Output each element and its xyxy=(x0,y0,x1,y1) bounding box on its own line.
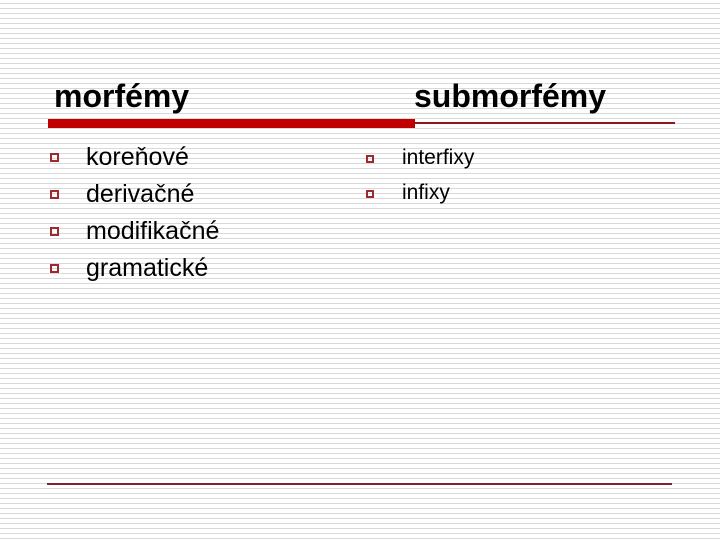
list-item-label: infixy xyxy=(402,181,450,204)
right-bullet-list: interfixy infixy xyxy=(366,145,656,215)
list-item: infixy xyxy=(366,180,656,215)
right-column-title: submorfémy xyxy=(414,78,607,114)
list-item-label: interfixy xyxy=(402,146,475,169)
list-item: modifikačné xyxy=(50,216,350,253)
list-item: koreňové xyxy=(50,142,350,179)
left-column-title: morfémy xyxy=(54,78,190,114)
list-item-label: gramatické xyxy=(86,254,209,282)
list-item-label: koreňové xyxy=(86,143,189,171)
footer-rule xyxy=(47,483,672,485)
title-underline-thin-rule xyxy=(415,122,675,124)
left-bullet-list: koreňové derivačné modifikačné gramatick… xyxy=(50,142,350,290)
list-item-label: modifikačné xyxy=(86,217,220,245)
list-item: derivačné xyxy=(50,179,350,216)
list-item: interfixy xyxy=(366,145,656,180)
hollow-square-bullet-icon xyxy=(366,190,374,198)
hollow-square-bullet-icon xyxy=(50,153,59,162)
title-underline-bar xyxy=(48,119,415,128)
list-item-label: derivačné xyxy=(86,180,195,208)
hollow-square-bullet-icon xyxy=(50,227,59,236)
hollow-square-bullet-icon xyxy=(50,190,59,199)
hollow-square-bullet-icon xyxy=(50,264,59,273)
list-item: gramatické xyxy=(50,253,350,290)
hollow-square-bullet-icon xyxy=(366,155,374,163)
